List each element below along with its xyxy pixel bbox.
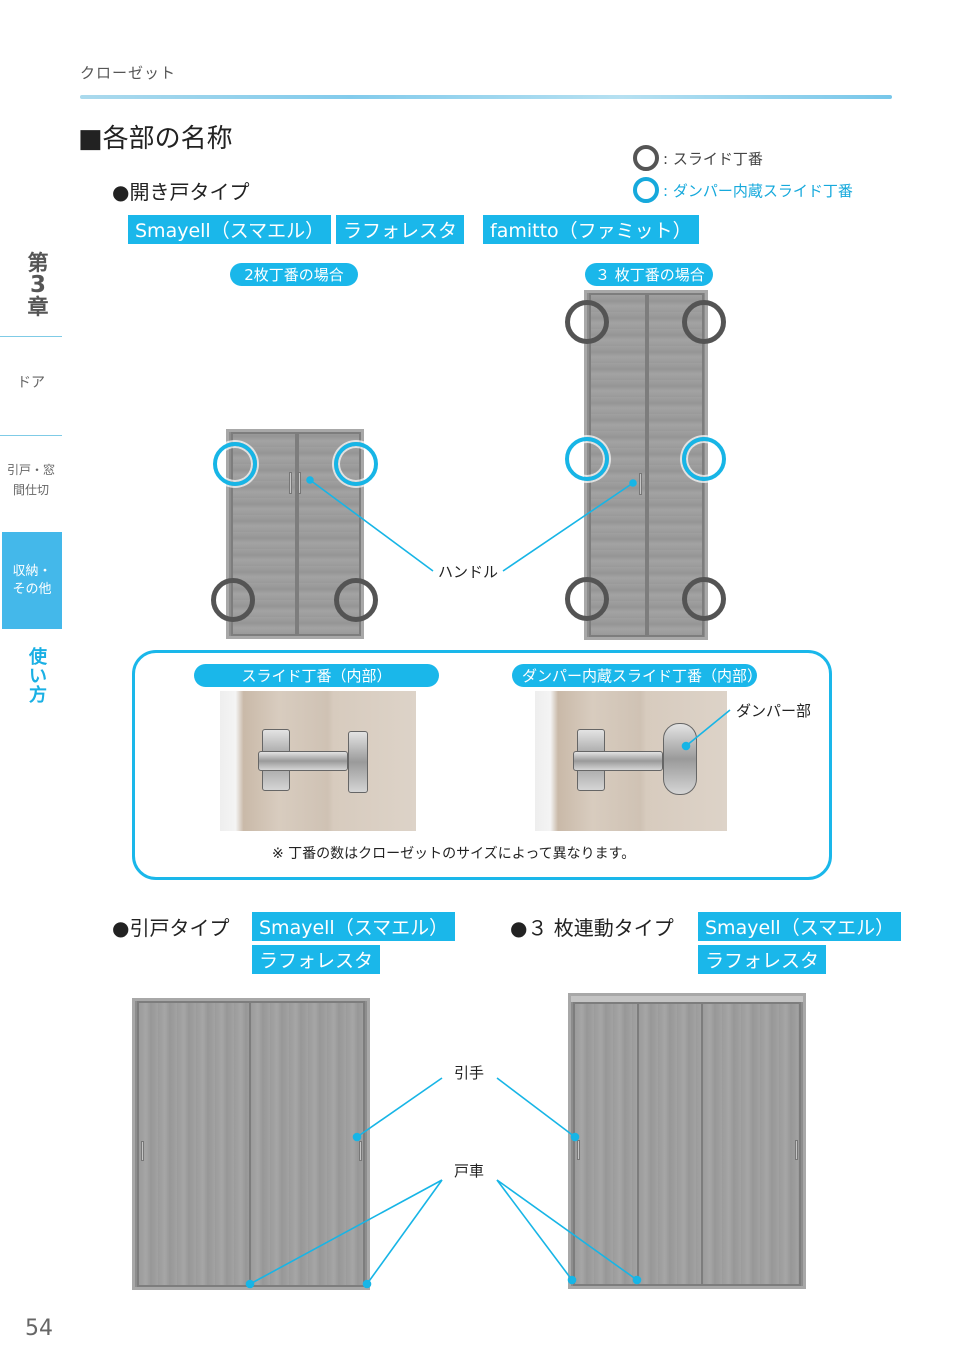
- sidebar-divider: [0, 435, 62, 436]
- top-rail: [571, 996, 803, 1002]
- chapter-num: 3: [29, 272, 46, 298]
- hinge-detail-panel: [132, 650, 832, 880]
- tag-smayell: Smayell（スマエル）: [698, 912, 902, 941]
- tag-laforesta: ラフォレスタ: [698, 945, 827, 974]
- three-sync-title: ●３ 枚連動タイプ: [510, 916, 674, 940]
- hinge-arm: [573, 751, 663, 771]
- slide-hinge-detail-title: スライド丁番（内部）: [194, 664, 439, 687]
- three-hinge-case-label: ３ 枚丁番の場合: [585, 263, 713, 286]
- slide-hinge-marker: [682, 300, 726, 344]
- three-panel-door-illustration: [568, 993, 806, 1289]
- sidebar-item-label: 間仕切: [12, 483, 49, 497]
- handle-callout-label: ハンドル: [438, 563, 499, 581]
- door-panel: [137, 1001, 251, 1287]
- damper-hinge-marker: [213, 442, 257, 486]
- slide-hinge-ring-icon: [633, 145, 659, 171]
- page-number: 54: [25, 1316, 53, 1341]
- slide-hinge-marker: [565, 300, 609, 344]
- sidebar-chapter: 第 3 章: [22, 252, 54, 318]
- slide-hinge-marker: [334, 578, 378, 622]
- sidebar-item-label: その他: [12, 581, 52, 597]
- usage-char: 方: [29, 685, 47, 706]
- slide-hinge-photo: [220, 691, 416, 831]
- usage-char: い: [29, 666, 47, 687]
- header-rule: [80, 95, 892, 99]
- damper-hinge-marker: [565, 437, 609, 481]
- sidebar-divider: [0, 336, 62, 337]
- tag-laforesta: ラフォレスタ: [336, 215, 465, 244]
- sidebar-usage[interactable]: 使 い 方: [26, 648, 50, 705]
- handle-icon: [298, 472, 301, 494]
- damper-part-label: ダンパー部: [736, 702, 812, 720]
- usage-char: 使: [29, 647, 47, 668]
- sliding-door-title: ●引戸タイプ: [112, 916, 230, 940]
- sidebar-item-storage-active[interactable]: 収納・ その他: [2, 532, 62, 629]
- handle-icon: [639, 473, 642, 495]
- damper-hinge-detail-title: ダンパー内蔵スライド丁番（内部）: [512, 664, 762, 687]
- pull-icon: [577, 1140, 580, 1160]
- door-panel: [573, 1002, 639, 1286]
- sidebar-item-label: 収納・: [12, 563, 52, 579]
- hinge-arm: [258, 751, 348, 771]
- running-head: クローゼット: [80, 64, 177, 82]
- door-panel: [701, 1002, 801, 1286]
- slide-hinge-marker: [211, 578, 255, 622]
- door-panel: [637, 1002, 703, 1286]
- pull-callout-label: 引手: [454, 1064, 485, 1082]
- sliding-door-illustration: [132, 998, 370, 1290]
- tag-smayell: Smayell（スマエル）: [128, 215, 332, 244]
- pull-icon: [795, 1140, 798, 1160]
- roller-callout-label: 戸車: [454, 1162, 485, 1180]
- sidebar-item-label: 引戸・窓: [6, 463, 55, 477]
- legend-damper: : ダンパー内蔵スライド丁番: [633, 177, 853, 203]
- section-title: ■各部の名称: [78, 124, 233, 154]
- pull-icon: [141, 1141, 144, 1161]
- two-hinge-case-label: 2枚丁番の場合: [230, 263, 358, 286]
- hinged-door-title: ●開き戸タイプ: [112, 180, 250, 204]
- legend-slide: : スライド丁番: [633, 145, 853, 171]
- damper-cup: [663, 723, 697, 795]
- pull-icon: [359, 1141, 362, 1161]
- damper-hinge-marker: [334, 442, 378, 486]
- chapter-char: 第: [27, 251, 49, 275]
- door-panel: [249, 1001, 365, 1287]
- tag-laforesta: ラフォレスタ: [252, 945, 381, 974]
- damper-hinge-photo: [535, 691, 727, 831]
- legend-slide-label: : スライド丁番: [663, 149, 763, 168]
- sidebar-item-sliding[interactable]: 引戸・窓 間仕切: [0, 460, 62, 500]
- handle-icon: [289, 472, 292, 494]
- hinge-count-note: ※ 丁番の数はクローゼットのサイズによって異なります。: [272, 846, 636, 862]
- hinge-cup: [348, 731, 368, 793]
- tag-smayell: Smayell（スマエル）: [252, 912, 456, 941]
- slide-hinge-marker: [565, 577, 609, 621]
- legend-damper-label: : ダンパー内蔵スライド丁番: [663, 181, 853, 200]
- slide-hinge-marker: [682, 577, 726, 621]
- chapter-char: 章: [27, 295, 49, 319]
- legend: : スライド丁番 : ダンパー内蔵スライド丁番: [633, 145, 853, 203]
- damper-hinge-ring-icon: [633, 177, 659, 203]
- damper-hinge-marker: [682, 437, 726, 481]
- sidebar-item-door[interactable]: ドア: [17, 375, 45, 391]
- tag-famitto: famitto（ファミット）: [483, 215, 699, 244]
